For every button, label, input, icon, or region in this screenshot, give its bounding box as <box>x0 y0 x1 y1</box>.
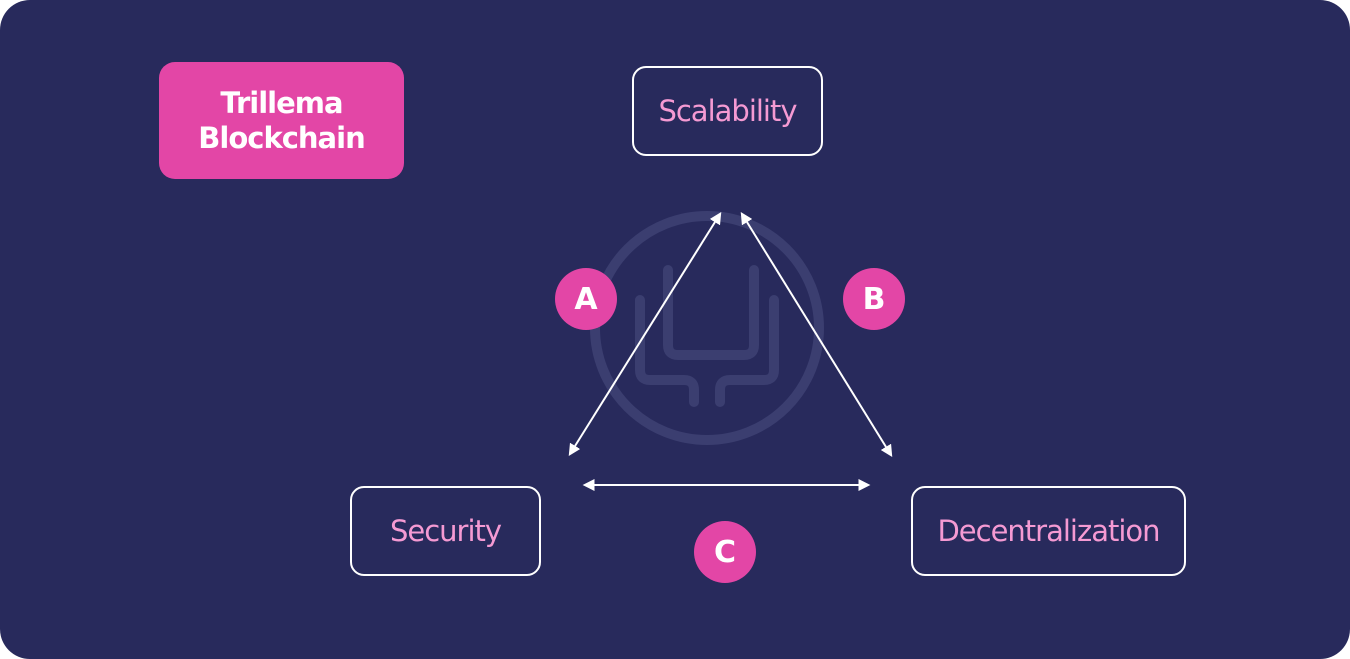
node-security: Security <box>350 486 541 576</box>
node-decentralization-label: Decentralization <box>937 514 1160 548</box>
edge-badge-c-label: C <box>713 534 737 570</box>
title-badge: Trillema Blockchain <box>159 62 404 179</box>
node-scalability-label: Scalability <box>658 94 797 128</box>
edge-badge-b-label: B <box>862 281 886 317</box>
edge-badge-c: C <box>694 521 756 583</box>
title-line-2: Blockchain <box>198 120 365 155</box>
arrow-a <box>568 211 722 457</box>
edge-badge-a: A <box>555 268 617 330</box>
edge-badge-a-label: A <box>574 281 598 317</box>
node-security-label: Security <box>389 514 502 548</box>
arrow-b <box>740 211 893 458</box>
page-title: Trillema Blockchain <box>198 85 365 156</box>
node-scalability: Scalability <box>632 66 823 156</box>
title-line-1: Trillema <box>220 85 343 120</box>
edge-badge-b: B <box>843 268 905 330</box>
node-decentralization: Decentralization <box>911 486 1186 576</box>
